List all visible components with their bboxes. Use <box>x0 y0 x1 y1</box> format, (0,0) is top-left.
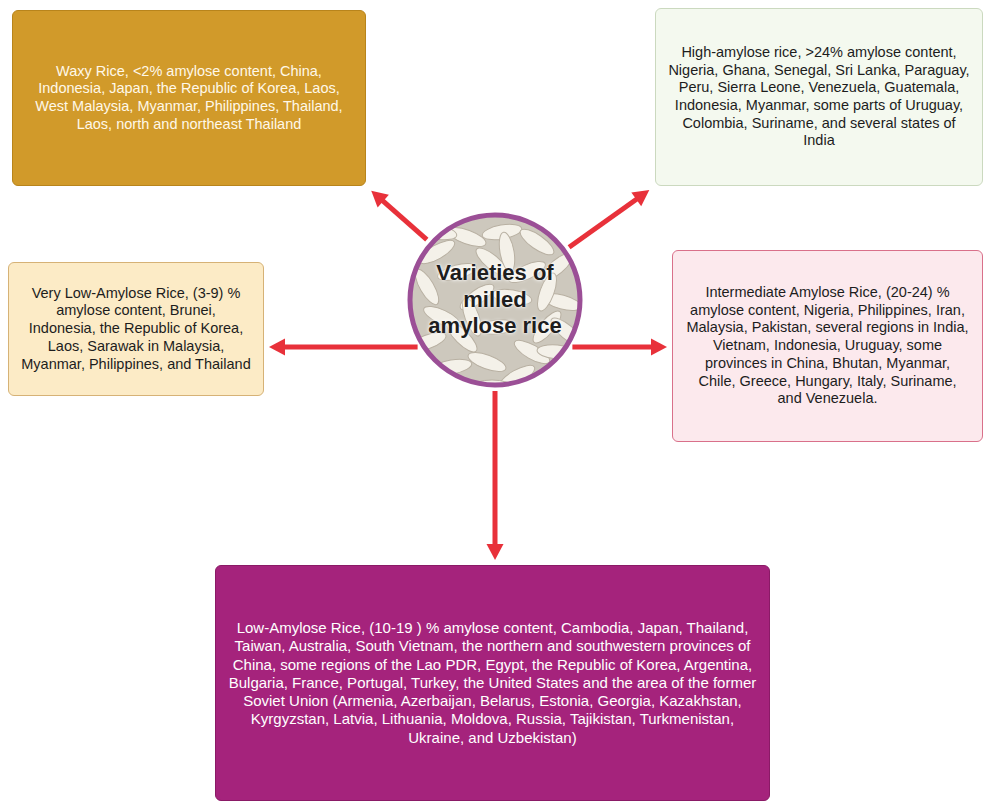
variety-text: Very Low-Amylose Rice, (3-9) % amylose c… <box>21 285 251 373</box>
center-circle: Varieties of milled amylose rice <box>407 212 583 388</box>
rice-grains <box>407 212 583 388</box>
arrow-connector <box>269 339 418 356</box>
arrow-line <box>382 200 427 240</box>
center-title: Varieties of milled amylose rice <box>420 260 570 340</box>
variety-text: Waxy Rice, <2% amylose content, China, I… <box>25 63 353 134</box>
arrow-line <box>283 345 418 350</box>
high-amylose-box: High-amylose rice, >24% amylose content,… <box>655 8 983 186</box>
arrow-head <box>651 339 667 356</box>
arrow-head <box>487 544 504 560</box>
arrow-head <box>631 190 649 206</box>
arrow-connector <box>487 391 504 560</box>
arrow-connector <box>572 339 667 356</box>
arrow-line <box>569 198 638 247</box>
very-low-amylose-box: Very Low-Amylose Rice, (3-9) % amylose c… <box>8 262 264 396</box>
arrow-connector <box>569 190 649 247</box>
arrow-line <box>572 345 653 350</box>
variety-text: Low-Amylose Rice, (10-19 ) % amylose con… <box>228 619 757 747</box>
arrow-line <box>493 391 498 546</box>
waxy-rice-box: Waxy Rice, <2% amylose content, China, I… <box>12 10 366 186</box>
arrow-head <box>269 339 285 356</box>
intermediate-amylose-box: Intermediate Amylose Rice, (20-24) % amy… <box>672 250 983 442</box>
arrow-head <box>371 191 389 208</box>
variety-text: Intermediate Amylose Rice, (20-24) % amy… <box>685 284 970 408</box>
arrow-connector <box>371 191 427 240</box>
circle-ring <box>410 215 580 385</box>
low-amylose-box: Low-Amylose Rice, (10-19 ) % amylose con… <box>215 565 770 801</box>
variety-text: High-amylose rice, >24% amylose content,… <box>668 44 970 150</box>
